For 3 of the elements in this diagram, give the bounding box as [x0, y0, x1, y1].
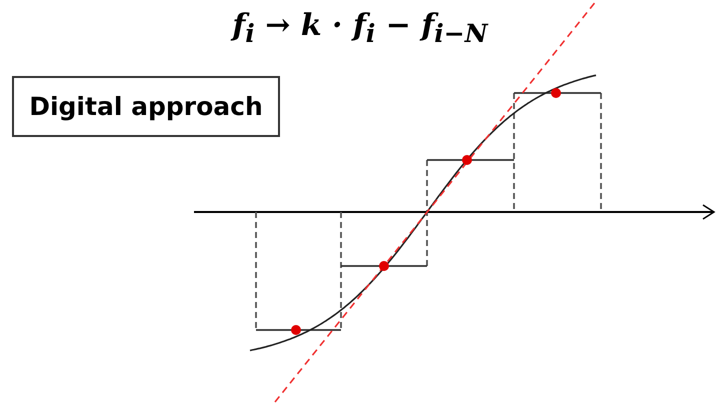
- label-box: [12, 76, 280, 137]
- formula-title: f$_{i}$ → k · f$_{i}$ − f$_{i−N}$: [230, 8, 490, 48]
- box-label: Digital approach: [29, 92, 263, 121]
